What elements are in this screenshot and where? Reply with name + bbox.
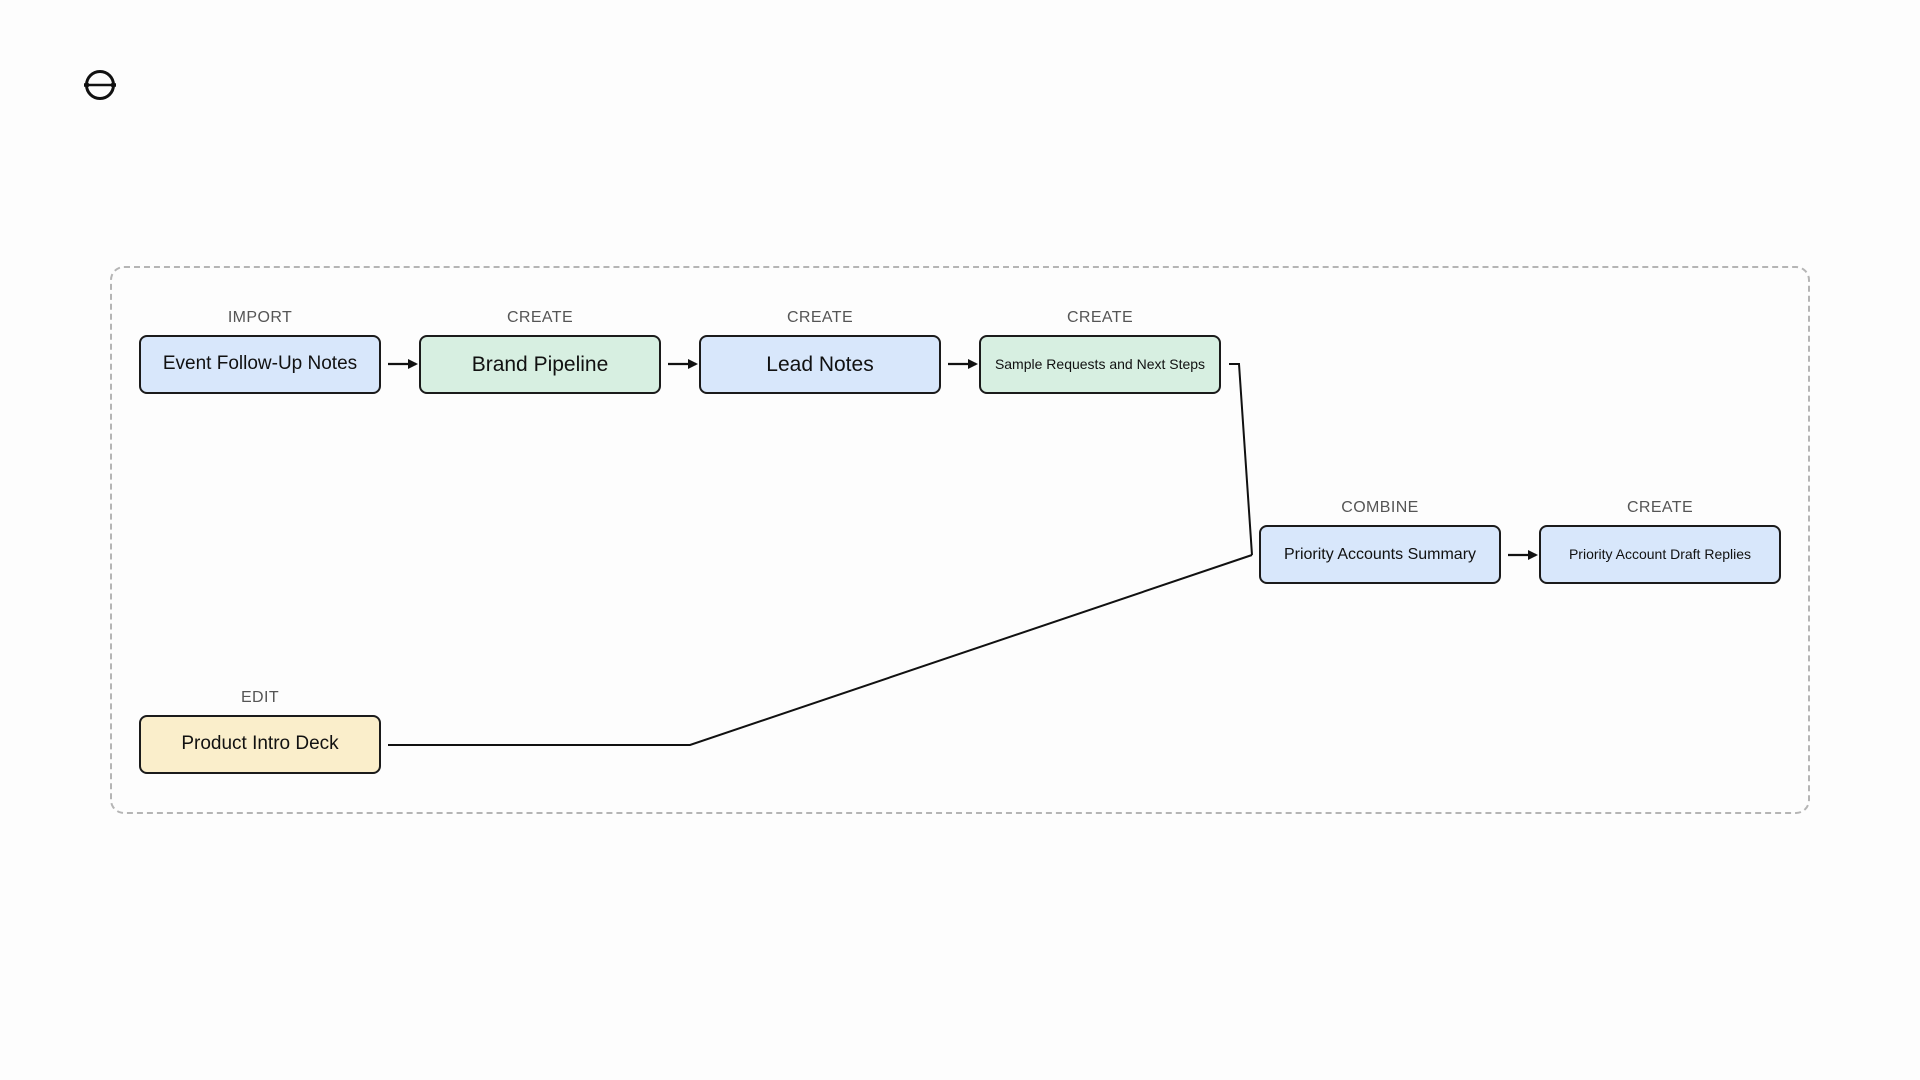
step-type-label: IMPORT: [227, 309, 293, 326]
node-event-follow-up-notes[interactable]: Event Follow-Up Notes: [139, 335, 381, 394]
node-label: Product Intro Deck: [181, 733, 339, 755]
step-type-label: CREATE: [506, 309, 574, 326]
connector-line: [1229, 363, 1253, 556]
node-label: Lead Notes: [766, 352, 874, 376]
step-type-label: CREATE: [1626, 499, 1694, 516]
step-type-label: COMBINE: [1341, 499, 1419, 516]
node-product-intro-deck[interactable]: Product Intro Deck: [139, 715, 381, 774]
step-type-label: EDIT: [240, 689, 280, 706]
node-label: Event Follow-Up Notes: [162, 353, 358, 375]
node-label: Priority Accounts Summary: [1283, 545, 1477, 563]
node-label: Brand Pipeline: [471, 352, 609, 376]
node-label: Sample Requests and Next Steps: [994, 355, 1206, 372]
node-lead-notes[interactable]: Lead Notes: [699, 335, 941, 394]
node-label: Priority Account Draft Replies: [1568, 545, 1752, 562]
divided-circle-icon[interactable]: [83, 68, 117, 102]
node-sample-requests[interactable]: Sample Requests and Next Steps: [979, 335, 1221, 394]
node-brand-pipeline[interactable]: Brand Pipeline: [419, 335, 661, 394]
workflow-group-frame: [110, 266, 1810, 814]
node-priority-accounts-summary[interactable]: Priority Accounts Summary: [1259, 525, 1501, 584]
node-priority-account-draft-replies[interactable]: Priority Account Draft Replies: [1539, 525, 1781, 584]
step-type-label: CREATE: [1066, 309, 1134, 326]
step-type-label: CREATE: [786, 309, 854, 326]
connector-line: [388, 554, 1253, 746]
